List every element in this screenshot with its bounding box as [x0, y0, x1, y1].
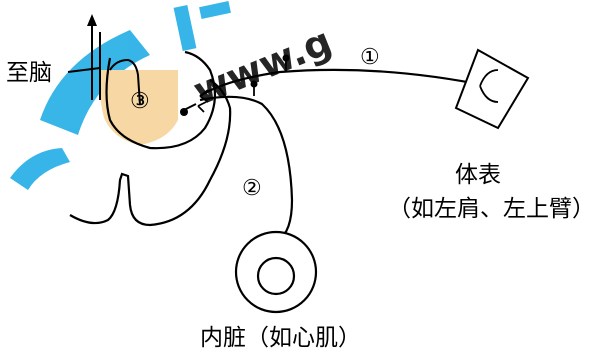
to-brain-leader-line — [67, 67, 101, 73]
watermark-swoosh-lower — [10, 148, 70, 190]
ascending-pathway — [67, 14, 101, 100]
spinal-cord-inner-curve — [109, 58, 141, 106]
watermark-swoosh — [40, 30, 150, 135]
body-surface-receptor — [454, 48, 530, 130]
marker-path-1: ① — [360, 45, 380, 70]
synapse-region — [180, 89, 209, 116]
viscera-organ — [234, 230, 318, 314]
ganglion-cell-1 — [282, 54, 290, 62]
up-arrow-icon — [87, 14, 97, 26]
body-surface-example-label: （如左肩、左上臂） — [388, 196, 595, 222]
viscera-label: 内脏（如心肌） — [200, 325, 361, 351]
marker-neuron-3: ③ — [130, 89, 150, 114]
spinal-cord-lower-outline — [69, 79, 232, 227]
gray-matter-region — [99, 70, 178, 145]
spinal-cord-outline — [105, 50, 217, 150]
afferent-path-2 — [199, 95, 294, 241]
watermark-glyph-cap — [199, 1, 231, 19]
interneuron-cell-body — [180, 108, 188, 116]
marker-path-2: ② — [242, 176, 262, 201]
ganglion-cell-2 — [250, 80, 258, 88]
watermark-logo — [10, 1, 231, 190]
watermark-glyph-bar — [173, 5, 197, 51]
afferent-path-1 — [199, 68, 489, 97]
to-brain-label: 至脑 — [6, 60, 52, 86]
body-surface-label: 体表 — [455, 162, 501, 188]
watermark-text: www.g — [187, 19, 337, 114]
